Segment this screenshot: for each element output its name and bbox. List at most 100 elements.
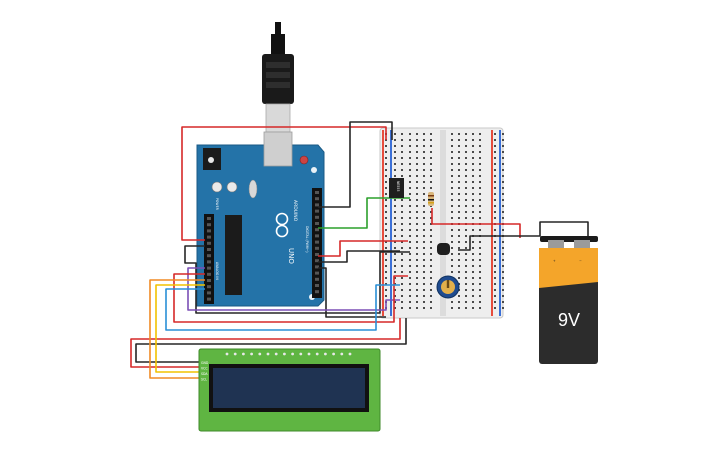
- breadboard-hole: [465, 289, 467, 291]
- breadboard-hole: [385, 193, 387, 195]
- breadboard-hole: [385, 229, 387, 231]
- breadboard-hole: [472, 265, 474, 267]
- breadboard-hole: [401, 157, 403, 159]
- digital-pin: [315, 234, 319, 238]
- lcd-pin: [340, 352, 344, 356]
- breadboard-hole: [451, 139, 453, 141]
- wire-black-c: [318, 267, 386, 318]
- breadboard-hole: [385, 175, 387, 177]
- breadboard-hole: [394, 235, 396, 237]
- breadboard-hole: [385, 295, 387, 297]
- digital-pin: [315, 265, 319, 269]
- breadboard-hole: [465, 247, 467, 249]
- breadboard-hole: [385, 283, 387, 285]
- breadboard-hole: [423, 265, 425, 267]
- wire-yellow: [155, 284, 205, 373]
- breadboard-hole: [465, 139, 467, 141]
- breadboard-hole: [458, 163, 460, 165]
- breadboard-hole: [401, 259, 403, 261]
- breadboard-hole: [409, 205, 411, 207]
- breadboard-hole: [401, 163, 403, 165]
- breadboard-hole: [423, 247, 425, 249]
- breadboard-hole: [465, 259, 467, 261]
- breadboard-hole: [409, 139, 411, 141]
- breadboard-hole: [494, 307, 496, 309]
- breadboard-hole: [458, 271, 460, 273]
- breadboard-hole: [394, 283, 396, 285]
- breadboard-hole: [465, 133, 467, 135]
- breadboard-hole: [394, 139, 396, 141]
- battery-minus: −: [579, 259, 582, 263]
- breadboard-hole: [479, 271, 481, 273]
- power-analog-pin: [207, 241, 211, 245]
- breadboard-hole: [472, 133, 474, 135]
- breadboard-hole: [494, 211, 496, 213]
- breadboard-hole: [423, 151, 425, 153]
- breadboard-hole: [494, 169, 496, 171]
- breadboard-hole: [458, 241, 460, 243]
- wire-black-b: [318, 250, 400, 263]
- breadboard-hole: [451, 217, 453, 219]
- breadboard-hole: [465, 157, 467, 159]
- breadboard-hole: [458, 199, 460, 201]
- breadboard-hole: [451, 151, 453, 153]
- breadboard-hole: [465, 241, 467, 243]
- lcd-pin: [242, 352, 245, 356]
- breadboard-hole: [385, 253, 387, 255]
- breadboard-hole: [416, 139, 418, 141]
- lcd-pin: [348, 352, 352, 356]
- breadboard-hole: [401, 199, 403, 201]
- breadboard-hole: [465, 199, 467, 201]
- breadboard-hole: [451, 241, 453, 243]
- breadboard-hole: [458, 247, 460, 249]
- breadboard-hole: [430, 283, 432, 285]
- breadboard-hole: [416, 163, 418, 165]
- lcd-pin: [324, 352, 327, 356]
- power-analog-pin: [207, 291, 211, 295]
- breadboard-hole: [401, 217, 403, 219]
- digital-pin: [315, 203, 319, 207]
- breadboard-hole: [430, 271, 432, 273]
- breadboard-hole: [494, 277, 496, 279]
- breadboard-hole: [465, 163, 467, 165]
- breadboard-hole: [479, 247, 481, 249]
- breadboard-hole: [479, 169, 481, 171]
- breadboard-hole: [502, 205, 504, 207]
- breadboard-hole: [401, 175, 403, 177]
- breadboard-hole: [423, 157, 425, 159]
- breadboard-hole: [458, 229, 460, 231]
- breadboard-hole: [401, 265, 403, 267]
- breadboard-hole: [394, 175, 396, 177]
- breadboard-hole: [394, 253, 396, 255]
- breadboard-hole: [394, 289, 396, 291]
- breadboard-hole: [385, 157, 387, 159]
- breadboard-hole: [451, 199, 453, 201]
- lcd-pin-label: SDA: [201, 372, 208, 376]
- breadboard-hole: [423, 145, 425, 147]
- breadboard-hole: [409, 175, 411, 177]
- breadboard-hole: [423, 307, 425, 309]
- digital-pin: [315, 253, 319, 256]
- breadboard-hole: [416, 223, 418, 225]
- breadboard-hole: [409, 271, 411, 273]
- breadboard-hole: [430, 241, 432, 243]
- breadboard-hole: [394, 205, 396, 207]
- breadboard-hole: [430, 265, 432, 267]
- breadboard-hole: [409, 289, 411, 291]
- breadboard-hole: [416, 289, 418, 291]
- breadboard-hole: [494, 301, 496, 303]
- breadboard-hole: [409, 157, 411, 159]
- breadboard-hole: [472, 241, 474, 243]
- digital-pin: [315, 290, 319, 294]
- breadboard-hole: [458, 259, 460, 261]
- breadboard-hole: [494, 271, 496, 273]
- wire-black-gnd-a: [184, 245, 410, 314]
- breadboard-hole: [479, 145, 481, 147]
- breadboard-hole: [394, 259, 396, 261]
- breadboard-hole: [409, 253, 411, 255]
- lcd-top-pins: [225, 352, 352, 356]
- breadboard-hole: [472, 277, 474, 279]
- digital-pin: [315, 246, 319, 250]
- breadboard-hole: [409, 151, 411, 153]
